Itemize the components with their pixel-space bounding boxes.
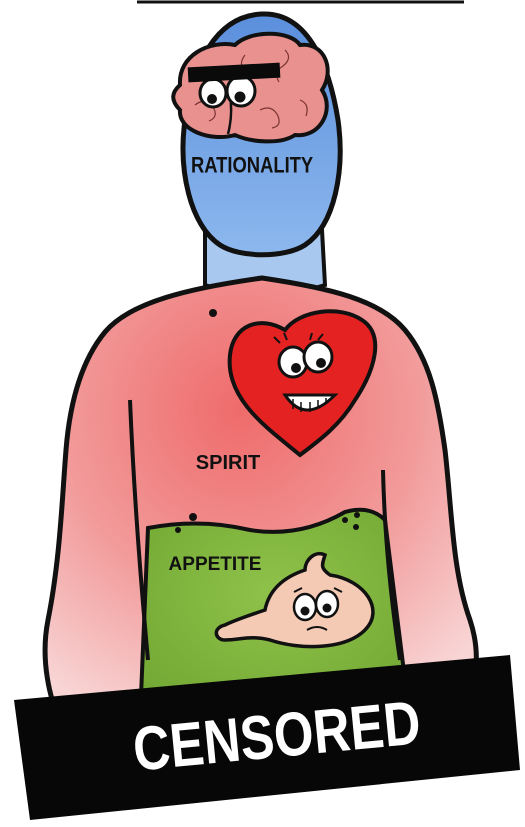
chest-label: SPIRIT [196,452,260,474]
brain-with-sunglasses-icon [173,34,327,142]
belly-label: APPETITE [169,554,262,575]
head-label: RATIONALITY [191,154,314,178]
